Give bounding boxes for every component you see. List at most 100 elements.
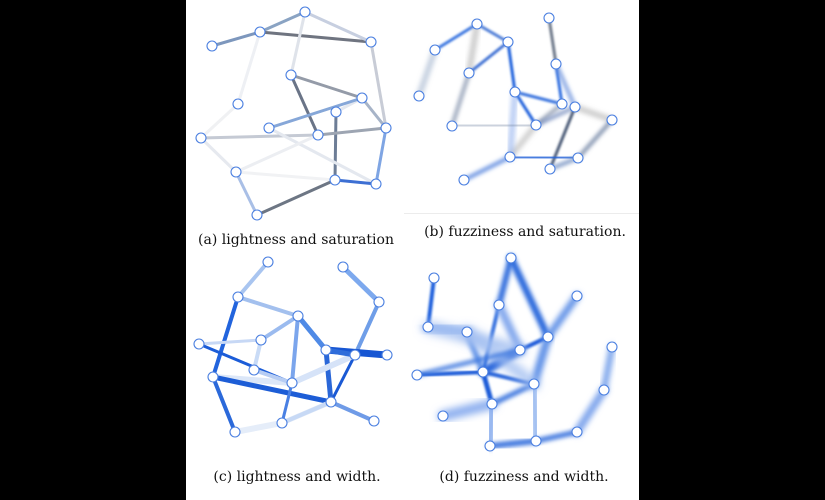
graph-node [411,369,423,381]
graph-edge [513,90,564,106]
graph-node [502,36,514,48]
graph-edge [433,22,479,52]
graph-node [571,290,583,302]
graph-edge [530,333,552,388]
graph-panel-b [413,12,618,186]
graph-edge [508,123,538,159]
graph-edge [267,96,364,130]
graph-node [530,119,542,131]
graph-edge [467,40,510,75]
graph-node [544,163,556,175]
graph-edge [487,438,539,449]
graph-edge [374,126,388,186]
graph-node [484,440,496,452]
graph-edge [333,178,378,186]
graph-node [207,371,219,383]
graph-edge [236,260,270,299]
graph-edge [496,255,514,308]
graph-node [381,349,393,361]
graph-node [413,90,425,102]
graph-node [428,272,440,284]
graph-edge [601,344,615,393]
graph-edge [210,374,334,405]
graph-node [263,122,275,134]
graph-edge [489,381,537,407]
graph-edge [258,10,307,34]
graph-node [262,256,274,268]
graph-node [543,12,555,24]
graph-node [477,366,489,378]
graph-node [193,338,205,350]
graph-edge [267,126,378,186]
graph-edge [486,400,496,450]
graph-edge [323,347,334,405]
graph-node [505,252,517,264]
graph-edge [417,48,437,98]
graph-node [195,132,207,144]
graph-node [572,152,584,164]
graph-edge [369,40,388,130]
graph-edge [289,352,358,386]
graph-edge [531,381,539,444]
graph-edge [252,368,294,385]
graph-panel-a [195,6,392,221]
graph-node [349,349,361,361]
graph-edge [258,30,373,44]
graph-edge [508,155,580,160]
figure: (a) lightness and saturation (b) fuzzine… [186,0,639,500]
graph-node [229,426,241,438]
graph-edge [259,314,300,342]
graph-node [493,299,505,311]
graph-node [325,396,337,408]
graph-edge [475,22,510,44]
graph-node [446,120,458,132]
graph-node [542,331,554,343]
graph-edge [289,73,320,137]
graph-edge [450,123,538,128]
graph-edge [360,96,388,130]
graph-edge [340,264,382,305]
graph-node [380,122,392,134]
graph-node [429,44,441,56]
graph-edge [289,73,364,100]
graph-node [550,58,562,70]
graph-node [486,398,498,410]
graph-edge [554,62,577,109]
graph-node [598,384,610,396]
graph-edge [333,110,338,182]
graph-node [248,364,260,376]
graph-node [365,36,377,48]
graph-edge [329,353,357,404]
graph-edge [255,178,337,217]
graph-edge [290,314,300,385]
graph-edge [426,276,436,329]
graph-edge [234,170,259,217]
graph-edge [573,105,614,122]
graph-edge [199,136,238,174]
graph-node [356,92,368,104]
graph-edge [353,300,381,357]
graph-edge [544,292,581,341]
graph-node [330,106,342,118]
graph-edge [316,126,388,137]
graph-edge [495,301,524,354]
graph-edge [199,102,240,140]
caption-a: (a) lightness and saturation [198,232,394,248]
graph-node [312,129,324,141]
caption-d: (d) fuzziness and width. [439,469,609,485]
graph-node [571,426,583,438]
graph-edge [573,386,608,436]
graph-node [461,326,473,338]
graph-edge [467,22,479,75]
graph-node [504,151,516,163]
graph-edge [415,348,522,377]
graph-edge [507,254,552,341]
graph-edge [506,40,517,94]
graph-edge [533,429,580,444]
graph-edge [329,400,376,423]
graph-node [285,69,297,81]
graph-edge [234,170,337,182]
graph-node [471,18,483,30]
graph-node [255,334,267,346]
graph-node [458,174,470,186]
